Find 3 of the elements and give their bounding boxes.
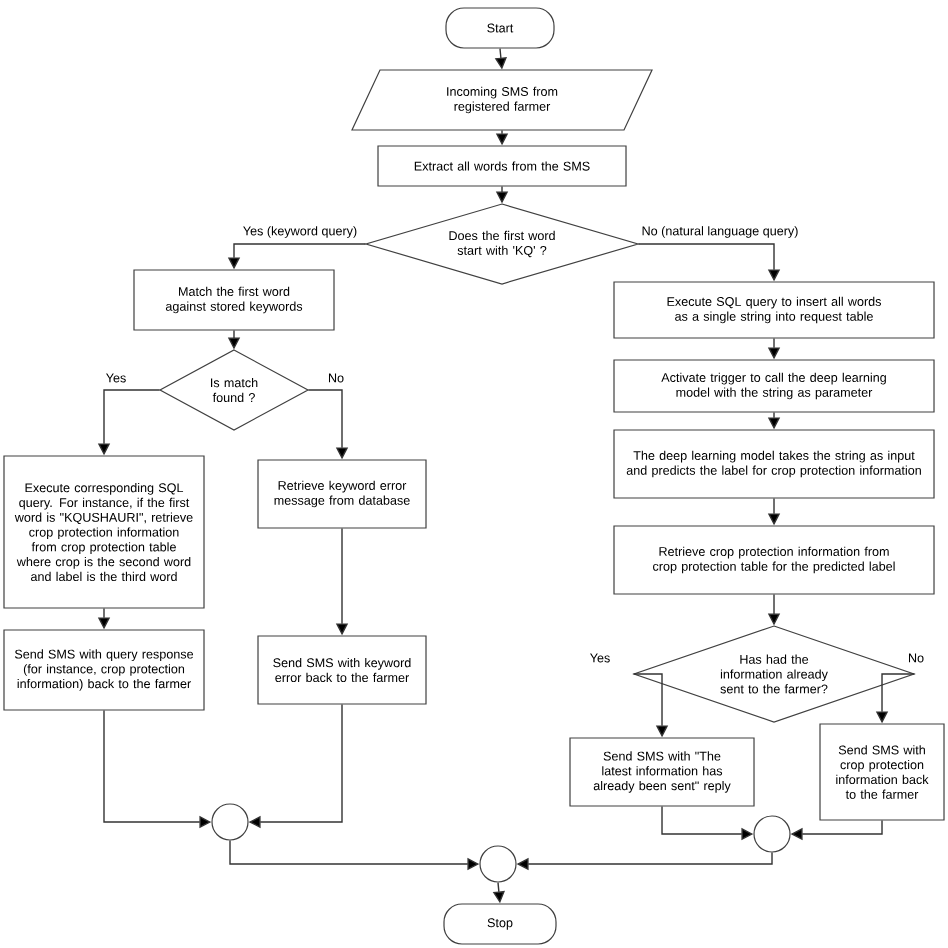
connector-circle [479, 845, 517, 883]
connector-circle [211, 803, 249, 841]
connector-circle [753, 815, 791, 853]
